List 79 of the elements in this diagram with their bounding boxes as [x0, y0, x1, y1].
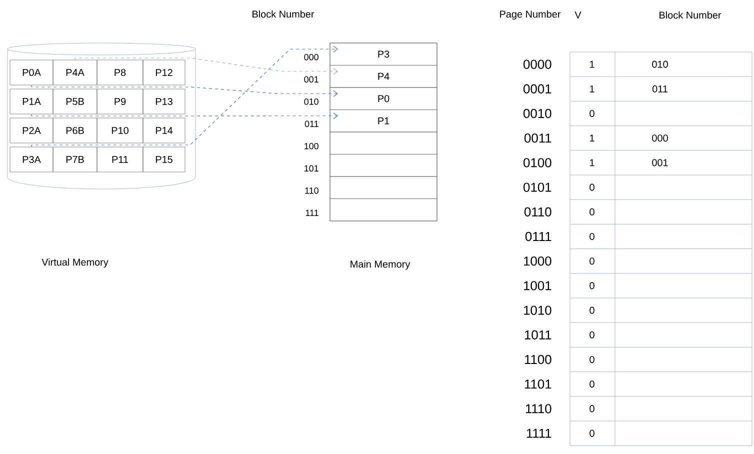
memory-block — [330, 132, 438, 154]
page-box: P15 — [142, 146, 186, 172]
valid-bit: 0 — [590, 430, 594, 437]
block-address: 110 — [305, 187, 318, 194]
valid-bit: 0 — [590, 258, 594, 265]
arrow — [31, 112, 338, 120]
page-number: 0010 — [524, 108, 552, 118]
virtual-memory-cylinder — [7, 42, 196, 190]
memory-block — [330, 154, 438, 177]
page-box: P13 — [142, 88, 186, 114]
block-number: 000 — [652, 134, 668, 142]
page-number: 0100 — [524, 158, 552, 168]
page-number: 1101 — [524, 380, 552, 389]
block-address: 100 — [304, 142, 318, 150]
page-box: P14 — [142, 118, 186, 144]
valid-bit: 0 — [590, 380, 594, 388]
memory-block — [330, 198, 438, 222]
valid-bit: 0 — [590, 110, 594, 118]
valid-bit: 1 — [590, 60, 594, 68]
valid-bit: 0 — [590, 306, 594, 314]
page-number: 1110 — [526, 404, 552, 414]
valid-bit: 1 — [590, 85, 594, 92]
block-address: 101 — [304, 165, 318, 172]
page-box: P3A — [10, 146, 54, 172]
block-address: 001 — [304, 76, 318, 83]
memory-block: P0 — [330, 87, 438, 110]
memory-block — [330, 176, 438, 199]
memory-block: P4 — [330, 65, 438, 88]
block-number: 001 — [652, 159, 668, 166]
valid-bit: 1 — [590, 159, 594, 166]
column-header: Block Number — [660, 11, 722, 19]
valid-bit: 0 — [590, 184, 594, 191]
column-header: Page Number — [500, 10, 561, 20]
page-box: P1A — [10, 88, 54, 114]
valid-bit: 0 — [590, 356, 594, 364]
valid-bit: 0 — [590, 232, 594, 240]
valid-bit: 0 — [590, 331, 594, 338]
column-header: V — [574, 12, 582, 18]
page-box: P10 — [96, 118, 144, 144]
valid-bit: 0 — [590, 405, 594, 412]
block-address: 011 — [304, 120, 318, 128]
arrow — [74, 58, 338, 75]
page-number: 1000 — [524, 256, 552, 266]
page-box: P5B — [52, 88, 98, 114]
valid-bit: 1 — [590, 134, 594, 142]
page-box: P9 — [96, 88, 144, 114]
valid-bit: 0 — [590, 208, 594, 216]
arrow — [31, 46, 338, 148]
block-address: 111 — [306, 210, 318, 216]
page-number: 0011 — [524, 134, 552, 143]
page-number: 0000 — [524, 60, 552, 69]
page-number: 1001 — [524, 281, 552, 290]
page-number: 0110 — [524, 207, 552, 216]
page-box: P4A — [52, 60, 98, 86]
page-number: 0111 — [525, 232, 552, 242]
page-number: 1011 — [524, 330, 552, 340]
page-number: 1010 — [524, 306, 552, 315]
page-box: P11 — [96, 146, 144, 172]
memory-block: P3 — [330, 42, 438, 66]
page-box: P7B — [52, 146, 98, 172]
page-box: P6B — [52, 118, 98, 144]
page-number: 1111 — [526, 428, 552, 438]
column-header: Block Number — [252, 10, 314, 18]
block-address: 010 — [304, 98, 318, 105]
page-box: P12 — [142, 60, 186, 86]
arrow — [31, 84, 338, 97]
memory-block: P1 — [330, 110, 438, 132]
block-number: 011 — [652, 85, 668, 92]
page-box: P2A — [10, 118, 54, 144]
page-box: P8 — [96, 60, 144, 86]
memory-label: Virtual Memory — [42, 258, 108, 268]
block-number: 010 — [652, 60, 668, 68]
page-number: 0001 — [524, 84, 552, 94]
page-number: 1100 — [524, 354, 552, 364]
node-label: Main Memory — [350, 260, 410, 270]
block-address: 000 — [304, 54, 318, 60]
valid-bit: 0 — [590, 282, 594, 290]
page-number: 0101 — [524, 182, 552, 192]
page-box: P0A — [10, 60, 54, 86]
